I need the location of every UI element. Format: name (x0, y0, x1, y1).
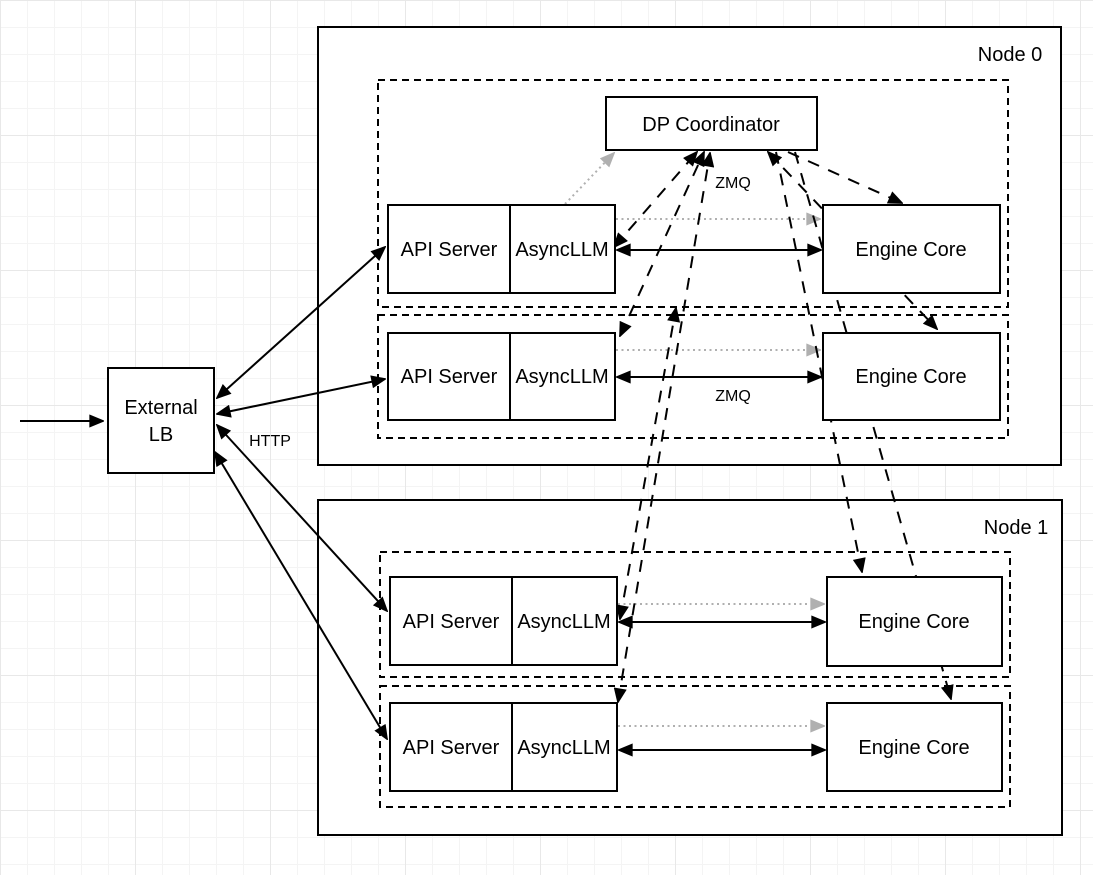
edge-labels: HTTP ZMQ ZMQ (249, 175, 751, 450)
external-lb-box (107, 367, 215, 474)
asyncllm-3-box (511, 576, 618, 666)
api-server-3-label: API Server (403, 611, 500, 633)
edge-lb-api4 (215, 452, 387, 739)
external-lb: External LB (107, 367, 215, 474)
external-lb-label-line1: External (124, 397, 197, 419)
api-asyncllm-pair-1: API Server AsyncLLM (387, 204, 616, 294)
api-server-3-box (389, 576, 513, 666)
asyncllm-1-box (509, 204, 616, 294)
engine-core-4-box (826, 702, 1003, 792)
engine-core-1: Engine Core (822, 204, 1001, 294)
asyncllm-3-label: AsyncLLM (517, 611, 610, 633)
dp-coordinator-box (605, 96, 818, 151)
boxes: External LB DP Coordinator API Server As… (107, 96, 1003, 792)
asyncllm-2-box (509, 332, 616, 421)
edge-lb-api1 (217, 247, 385, 398)
engine-core-2: Engine Core (822, 332, 1001, 421)
engine-core-4-label: Engine Core (858, 737, 969, 759)
engine-core-3-box (826, 576, 1003, 667)
edge-coordinator-engine2-dashed (768, 152, 937, 329)
edge-coordinator-engine4-dashed (794, 151, 951, 699)
api-server-4-box (389, 702, 513, 792)
api-asyncllm-pair-4: API Server AsyncLLM (389, 702, 618, 792)
engine-core-4: Engine Core (826, 702, 1003, 792)
asyncllm-2-label: AsyncLLM (515, 366, 608, 388)
api-server-1-label: API Server (401, 239, 498, 261)
engine-core-2-label: Engine Core (855, 366, 966, 388)
edge-coordinator-engine3-dashed (775, 151, 862, 572)
api-asyncllm-pair-3: API Server AsyncLLM (389, 576, 618, 666)
edge-asyncllm4-coordinator-dashed (618, 153, 710, 702)
asyncllm-1-label: AsyncLLM (515, 239, 608, 261)
zmq-label-coordinator: ZMQ (715, 175, 751, 192)
api-server-2-label: API Server (401, 366, 498, 388)
asyncllm-4-box (511, 702, 618, 792)
http-label: HTTP (249, 433, 291, 450)
asyncllm-4-label: AsyncLLM (517, 737, 610, 759)
engine-core-3: Engine Core (826, 576, 1003, 667)
node1-title: Node 1 (984, 517, 1049, 539)
zmq-label-row: ZMQ (715, 388, 751, 405)
edges (20, 152, 951, 750)
dp-coordinator-label: DP Coordinator (642, 114, 780, 136)
engine-core-2-box (822, 332, 1001, 421)
edge-asyncllm1-coordinator-dotted (564, 153, 614, 205)
engine-core-1-box (822, 204, 1001, 294)
edge-lb-api2 (217, 379, 385, 414)
api-server-4-label: API Server (403, 737, 500, 759)
engine-core-3-label: Engine Core (858, 611, 969, 633)
api-asyncllm-pair-2: API Server AsyncLLM (387, 332, 616, 421)
node0-title: Node 0 (978, 44, 1043, 66)
external-lb-label-line2: LB (149, 424, 173, 446)
node0-group1-dashed-rect (377, 79, 1009, 308)
dp-coordinator: DP Coordinator (605, 96, 818, 151)
engine-core-1-label: Engine Core (855, 239, 966, 261)
